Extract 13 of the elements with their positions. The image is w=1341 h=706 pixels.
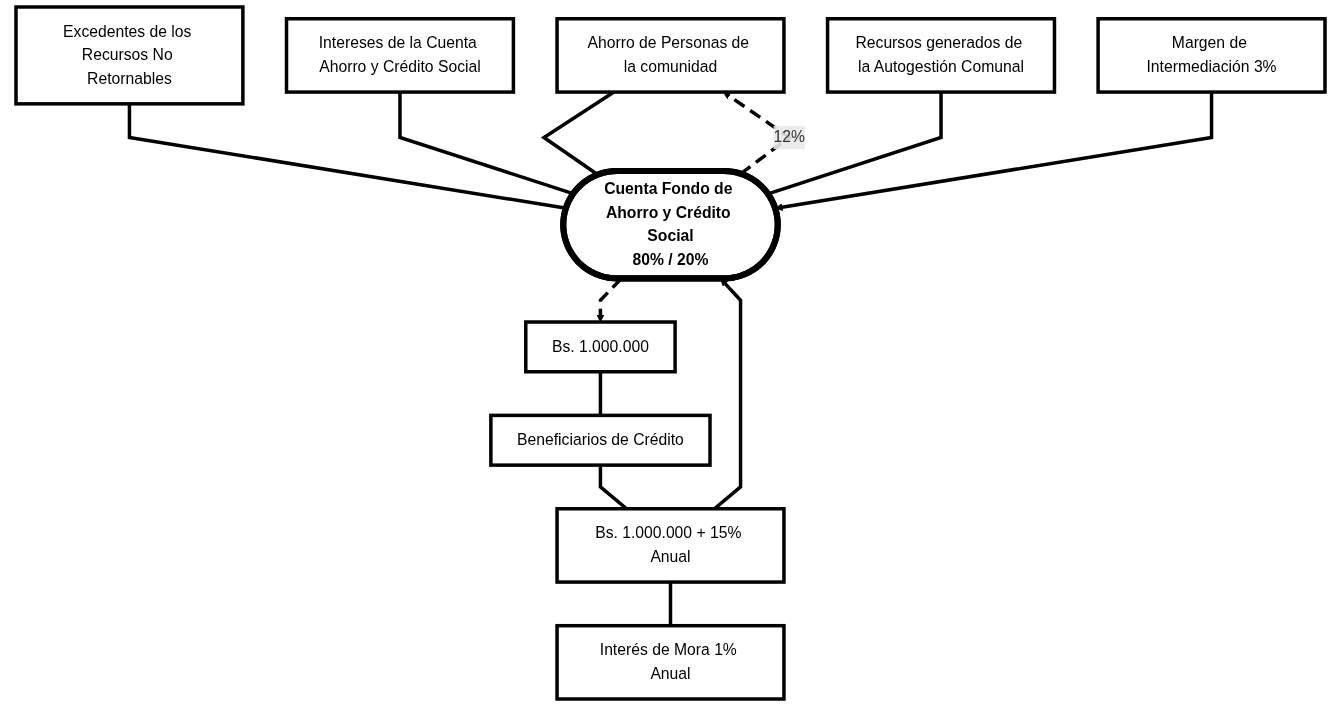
node-box: Margen de Intermediación 3% (1096, 17, 1327, 94)
connector (668, 582, 673, 626)
connector (598, 371, 603, 416)
node-box: Ahorro de Personas de la comunidad (555, 17, 786, 94)
node-box: Beneficiarios de Crédito (489, 413, 712, 467)
node-box: Bs. 1.000.000 (524, 320, 677, 374)
node-box: Recursos generados de la Autogestión Comunal (825, 17, 1057, 94)
node-box: Intereses de la Cuenta Ahorro y Crédito Social (284, 17, 516, 94)
node-box: Excedentes de los Recursos No Retornables (14, 5, 245, 106)
edge-label: 12% (773, 128, 805, 146)
node-box: Interés de Mora 1% Anual (555, 623, 786, 701)
arrow (775, 92, 1214, 211)
node-box: Bs. 1.000.000 + 15% Anual (555, 507, 786, 584)
